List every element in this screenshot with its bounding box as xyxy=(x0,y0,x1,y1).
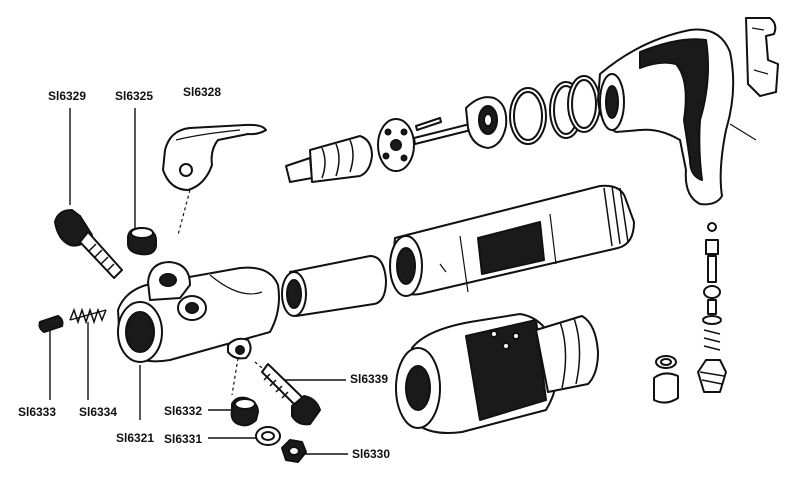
retainer-nozzle-part xyxy=(395,313,599,434)
pistol-grip-part xyxy=(597,28,757,206)
part-label-sl6329: Sl6329 xyxy=(48,89,87,103)
throttle-valve-stack-part xyxy=(697,222,727,393)
spacer-part xyxy=(230,396,259,427)
valve-plug-part xyxy=(285,135,373,183)
plug-part xyxy=(38,315,64,333)
part-label-sl6339: Sl6339 xyxy=(350,372,389,386)
part-label-sl6331: Sl6331 xyxy=(164,432,203,446)
part-label-sl6333: Sl6333 xyxy=(18,405,57,419)
cylinder-sleeve-part xyxy=(281,255,387,317)
bolt-part xyxy=(261,363,321,426)
hex-nut-part xyxy=(281,439,307,463)
part-label-sl6321: Sl6321 xyxy=(116,431,155,445)
barrel-part xyxy=(389,184,635,297)
washer-part xyxy=(255,426,281,446)
part-label-sl6325: Sl6325 xyxy=(115,89,154,103)
part-label-sl6334: Sl6334 xyxy=(79,405,118,419)
spring-part xyxy=(69,307,107,325)
handle-housing-part xyxy=(117,261,280,363)
bushing-part xyxy=(127,227,157,256)
inlet-bushing-part xyxy=(653,355,679,404)
part-label-sl6330: Sl6330 xyxy=(352,447,391,461)
valve-disc-part xyxy=(377,117,472,172)
valve-cap-part xyxy=(465,96,508,149)
o-ring-part xyxy=(509,87,547,145)
trigger-lever-part xyxy=(162,123,267,191)
part-label-sl6328: Sl6328 xyxy=(183,85,222,99)
part-label-sl6332: Sl6332 xyxy=(164,404,203,418)
throttle-screw-part xyxy=(54,209,123,279)
seal-rings-part xyxy=(549,75,601,139)
retainer-latch-part xyxy=(745,17,779,97)
